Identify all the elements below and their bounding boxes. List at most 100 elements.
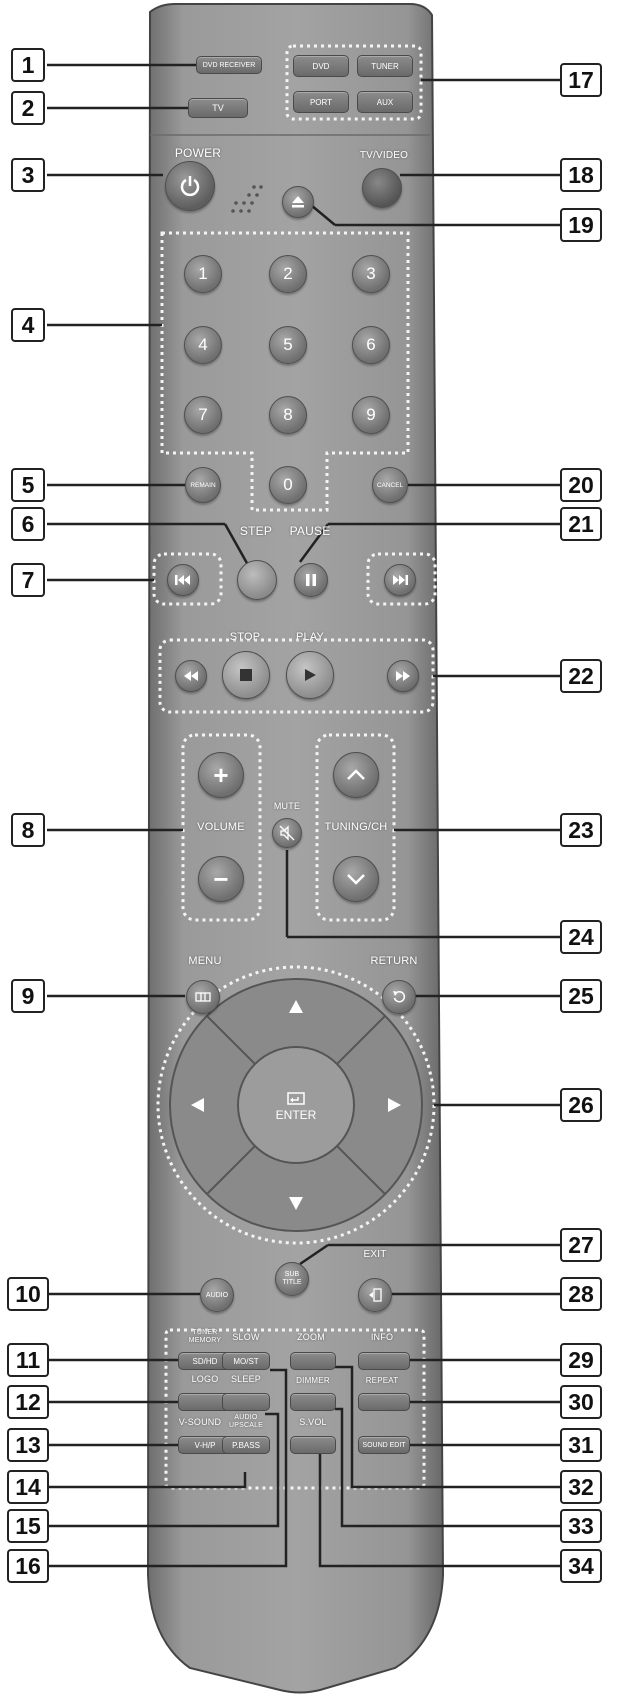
menu-icon (195, 992, 211, 1002)
callout-15: 15 (7, 1509, 49, 1543)
dvd-receiver-button[interactable]: DVD RECEIVER (196, 56, 262, 74)
s-vol-button[interactable] (290, 1436, 336, 1454)
p-bass-button[interactable]: P.BASS (222, 1436, 270, 1454)
fast-forward-button[interactable] (387, 660, 419, 692)
tv-video-label: TV/VIDEO (359, 150, 409, 161)
tv-video-button[interactable] (362, 168, 402, 208)
left-arrow-icon[interactable] (191, 1098, 204, 1112)
repeat-button[interactable] (358, 1393, 410, 1411)
callout-1: 1 (11, 48, 45, 82)
mute-label: MUTE (273, 801, 301, 811)
callout-7: 7 (11, 563, 45, 597)
digit-8-button[interactable]: 8 (269, 396, 307, 434)
tuner-button[interactable]: TUNER (357, 55, 413, 77)
callout-19: 19 (560, 208, 602, 242)
exit-label: EXIT (363, 1249, 387, 1260)
cancel-button[interactable]: CANCEL (372, 467, 408, 503)
callout-8: 8 (11, 813, 45, 847)
function-group-outline (164, 1328, 426, 1490)
power-icon (180, 176, 200, 197)
callout-33: 33 (560, 1509, 602, 1543)
callout-20: 20 (560, 468, 602, 502)
speaker-holes (231, 185, 263, 213)
remain-button[interactable]: REMAIN (185, 467, 221, 503)
digit-3-button[interactable]: 3 (352, 255, 390, 293)
volume-up-button[interactable]: + (198, 752, 244, 798)
mute-icon (279, 825, 295, 841)
volume-label: VOLUME (197, 821, 245, 833)
power-button[interactable] (165, 161, 215, 211)
stop-button[interactable] (222, 651, 270, 699)
sleep-button[interactable] (222, 1393, 270, 1411)
skip-back-group-outline (152, 552, 223, 606)
digit-5-button[interactable]: 5 (269, 326, 307, 364)
step-button[interactable] (237, 560, 277, 600)
callout-17: 17 (560, 63, 602, 97)
leader-34 (318, 1452, 560, 1568)
callout-4: 4 (11, 308, 45, 342)
callout-13: 13 (7, 1428, 49, 1462)
fast-forward-icon (396, 671, 410, 681)
navigation-pad (169, 978, 423, 1232)
info-button[interactable] (358, 1352, 410, 1370)
return-button[interactable] (382, 980, 416, 1014)
digit-4-button[interactable]: 4 (184, 326, 222, 364)
source-group-outline (285, 44, 423, 121)
rewind-button[interactable] (175, 660, 207, 692)
tuning-down-button[interactable] (333, 856, 379, 902)
aux-button[interactable]: AUX (357, 91, 413, 113)
repeat-label: REPEAT (365, 1376, 399, 1385)
digit-7-button[interactable]: 7 (184, 396, 222, 434)
chevron-down-icon (347, 874, 365, 885)
tuning-up-button[interactable] (333, 752, 379, 798)
callout-29: 29 (560, 1343, 602, 1377)
mute-button[interactable] (272, 818, 302, 848)
tuning-ch-label: TUNING/CH (324, 821, 388, 833)
sound-edit-button[interactable]: SOUND EDIT (358, 1436, 410, 1454)
leader-15 (47, 1412, 280, 1528)
callout-31: 31 (560, 1428, 602, 1462)
pause-icon (306, 574, 316, 586)
skip-forward-group-outline (366, 552, 437, 606)
subtitle-button[interactable]: SUB TITLE (275, 1262, 309, 1296)
enter-button[interactable]: ENTER (255, 1077, 337, 1137)
port-button[interactable]: PORT (293, 91, 349, 113)
pause-button[interactable] (294, 563, 328, 597)
exit-button[interactable] (358, 1278, 392, 1312)
callout-6: 6 (11, 507, 45, 541)
v-sound-label: V-SOUND (178, 1417, 222, 1427)
leader-6b (223, 523, 250, 566)
digit-6-button[interactable]: 6 (352, 326, 390, 364)
right-arrow-icon[interactable] (388, 1098, 401, 1112)
callout-28: 28 (560, 1277, 602, 1311)
power-label: POWER (174, 146, 222, 160)
tuner-memory-label-line1: TUNER (192, 1329, 218, 1336)
callout-23: 23 (560, 813, 602, 847)
dimmer-button[interactable] (290, 1393, 336, 1411)
subtitle-label-line2: TITLE (282, 1279, 302, 1286)
callout-16: 16 (7, 1549, 49, 1583)
skip-forward-button[interactable] (384, 564, 416, 596)
callout-14: 14 (7, 1470, 49, 1504)
tv-button[interactable]: TV (188, 98, 248, 118)
callout-21: 21 (560, 507, 602, 541)
zoom-button[interactable] (290, 1352, 336, 1370)
menu-button[interactable] (186, 980, 220, 1014)
eject-button[interactable] (282, 186, 314, 218)
down-arrow-icon[interactable] (289, 1197, 303, 1210)
mo-st-button[interactable]: MO/ST (222, 1352, 270, 1370)
dvd-button[interactable]: DVD (293, 55, 349, 77)
up-arrow-icon[interactable] (289, 1000, 303, 1013)
skip-back-button[interactable] (167, 564, 199, 596)
zoom-label: ZOOM (297, 1332, 325, 1342)
sleep-label: SLEEP (230, 1374, 262, 1384)
audio-button[interactable]: AUDIO (200, 1278, 234, 1312)
digit-1-button[interactable]: 1 (184, 255, 222, 293)
callout-30: 30 (560, 1385, 602, 1419)
digit-2-button[interactable]: 2 (269, 255, 307, 293)
play-button[interactable] (286, 651, 334, 699)
return-icon (393, 990, 406, 1003)
digit-9-button[interactable]: 9 (352, 396, 390, 434)
volume-down-button[interactable]: − (198, 856, 244, 902)
digit-0-button[interactable]: 0 (269, 466, 307, 504)
